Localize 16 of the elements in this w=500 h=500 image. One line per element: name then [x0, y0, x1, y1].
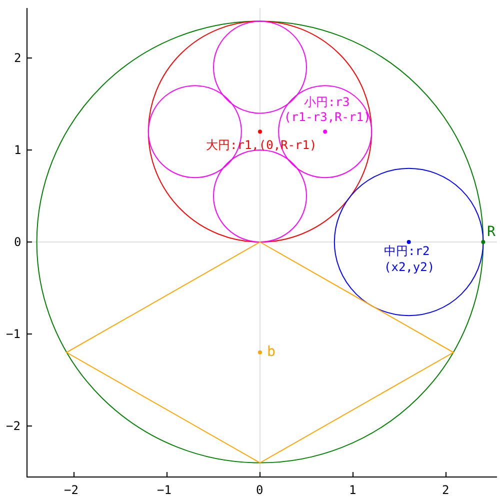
- tick-label: 1: [14, 143, 22, 157]
- point-label: (r1-r3,R-r1): [284, 110, 371, 124]
- point-label: 小円:r3: [304, 95, 350, 109]
- point-label: b: [267, 345, 276, 359]
- tick-label: 1: [349, 483, 356, 497]
- tick-label: 2: [442, 483, 450, 497]
- point-label: 中円:r2: [384, 244, 430, 258]
- tick-label: −2: [64, 483, 78, 497]
- tick-label: −2: [6, 419, 20, 433]
- tick-label: 0: [14, 235, 22, 249]
- tick-label: 2: [14, 51, 22, 65]
- tick-label: 0: [256, 483, 264, 497]
- tick-label: −1: [6, 327, 20, 341]
- point-label: R: [487, 225, 496, 239]
- point-label: (x2,y2): [384, 260, 435, 274]
- tick-label: −1: [157, 483, 172, 497]
